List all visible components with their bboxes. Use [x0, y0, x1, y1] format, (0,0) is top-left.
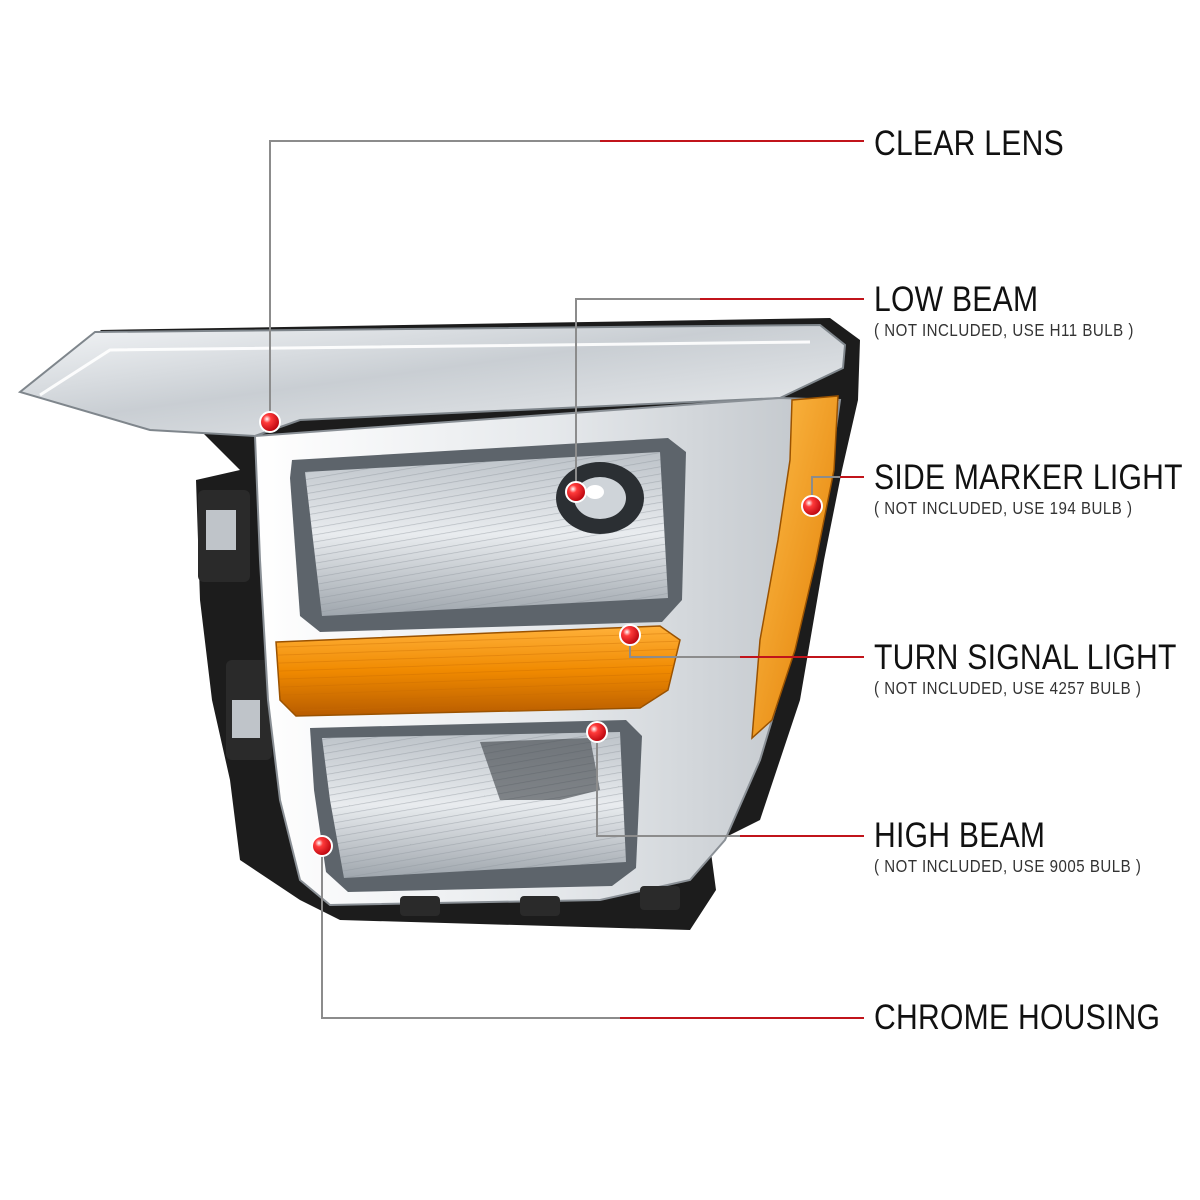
callout-side-marker-light: SIDE MARKER LIGHT ( NOT INCLUDED, USE 19…	[874, 458, 1183, 519]
callout-title: HIGH BEAM	[874, 816, 1046, 855]
dot-chrome-housing	[311, 835, 333, 857]
dot-low-beam	[565, 481, 587, 503]
callout-note: ( NOT INCLUDED, USE 4257 BULB )	[874, 678, 1142, 698]
callout-turn-signal-light: TURN SIGNAL LIGHT ( NOT INCLUDED, USE 42…	[874, 638, 1177, 699]
dot-clear-lens	[259, 411, 281, 433]
callout-title: TURN SIGNAL LIGHT	[874, 638, 1177, 677]
callout-clear-lens: CLEAR LENS	[874, 126, 1064, 162]
callout-note: ( NOT INCLUDED, USE H11 BULB )	[874, 320, 1134, 340]
upper-lens-strip	[17, 323, 847, 438]
side-marker-lens	[751, 395, 839, 740]
callout-high-beam: HIGH BEAM ( NOT INCLUDED, USE 9005 BULB …	[874, 816, 1142, 877]
callout-title: LOW BEAM	[874, 280, 1039, 319]
callout-dots	[259, 411, 823, 857]
callout-chrome-housing: CHROME HOUSING	[874, 1000, 1160, 1036]
leader-lines	[269, 140, 864, 1019]
callout-title: CHROME HOUSING	[874, 998, 1161, 1037]
callout-title: SIDE MARKER LIGHT	[874, 458, 1183, 497]
dot-turn-signal	[619, 624, 641, 646]
dot-high-beam	[586, 721, 608, 743]
callout-title: CLEAR LENS	[874, 124, 1064, 163]
callout-note: ( NOT INCLUDED, USE 9005 BULB )	[874, 856, 1142, 876]
callout-note: ( NOT INCLUDED, USE 194 BULB )	[874, 498, 1133, 518]
dot-side-marker	[801, 495, 823, 517]
callout-low-beam: LOW BEAM ( NOT INCLUDED, USE H11 BULB )	[874, 280, 1134, 341]
